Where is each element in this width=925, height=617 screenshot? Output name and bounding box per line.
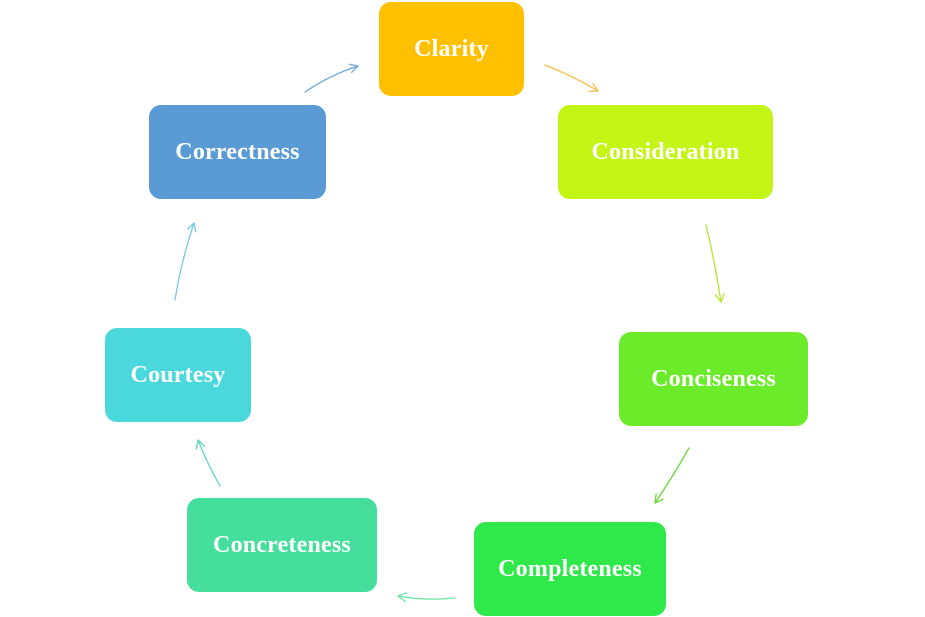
arrow-clarity-to-consideration bbox=[544, 64, 599, 92]
conciseness-label: Conciseness bbox=[651, 365, 776, 392]
consideration-node: Consideration bbox=[558, 105, 773, 199]
concreteness-label: Concreteness bbox=[213, 531, 351, 558]
arrowhead-consideration-to-conciseness bbox=[714, 292, 725, 303]
clarity-label: Clarity bbox=[414, 35, 489, 62]
consideration-label: Consideration bbox=[591, 138, 740, 165]
completeness-node: Completeness bbox=[474, 522, 666, 616]
arrowhead-completeness-to-concreteness bbox=[397, 592, 408, 603]
courtesy-label: Courtesy bbox=[130, 361, 226, 388]
arrow-conciseness-to-completeness bbox=[654, 447, 690, 504]
arrow-consideration-to-conciseness bbox=[705, 224, 722, 303]
concreteness-node: Concreteness bbox=[187, 498, 377, 592]
arrow-concreteness-to-courtesy bbox=[197, 439, 221, 487]
arrowhead-concreteness-to-courtesy bbox=[195, 439, 206, 450]
arrowhead-correctness-to-clarity bbox=[348, 63, 359, 74]
conciseness-node: Conciseness bbox=[619, 332, 808, 426]
completeness-label: Completeness bbox=[498, 555, 642, 582]
arrow-completeness-to-concreteness bbox=[397, 595, 456, 600]
arrow-courtesy-to-correctness bbox=[174, 222, 195, 301]
arrow-correctness-to-clarity bbox=[304, 65, 359, 93]
arrowhead-clarity-to-consideration bbox=[588, 82, 599, 92]
clarity-node: Clarity bbox=[379, 2, 524, 96]
arrowhead-courtesy-to-correctness bbox=[186, 222, 197, 233]
correctness-label: Correctness bbox=[175, 138, 300, 165]
correctness-node: Correctness bbox=[149, 105, 326, 199]
courtesy-node: Courtesy bbox=[105, 328, 251, 422]
arrowhead-conciseness-to-completeness bbox=[654, 493, 664, 504]
